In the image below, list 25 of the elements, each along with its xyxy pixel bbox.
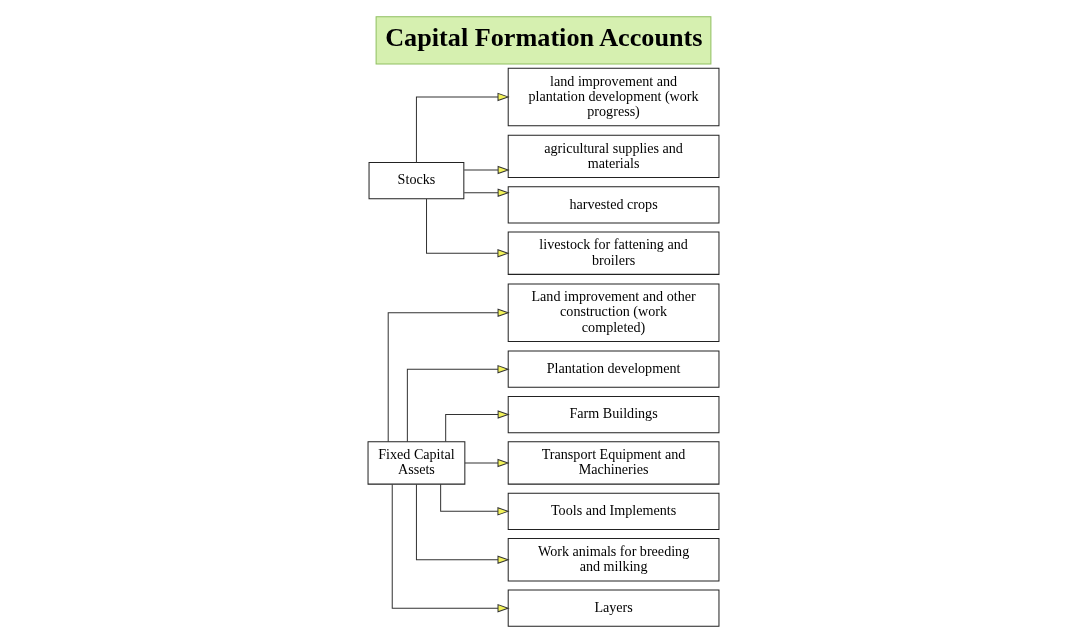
node-box: Transport Equipment and Machineries [507,441,719,485]
node-box: land improvement and plantation development (work progress) [507,67,719,127]
arrow [415,483,510,564]
arrow [444,410,510,443]
arrow [425,198,510,258]
arrow [463,458,510,468]
node-box: Stocks [368,161,464,200]
node-box: agricultural supplies and materials [507,134,719,179]
arrow [463,188,510,197]
arrow [387,308,510,443]
node-box: Plantation development [507,350,719,388]
node-box: Land improvement and other construction (work completed) [507,283,719,342]
arrow [406,364,510,443]
node-box: Fixed Capital Assets [367,441,465,485]
arrow [391,483,510,613]
node-box: Layers [507,589,719,627]
arrow [415,92,510,163]
node-box: Work animals for breeding and milking [507,538,719,582]
arrow [463,165,510,175]
node-box: livestock for fattening and broilers [507,231,719,275]
diagram-title: Capital Formation Accounts [384,23,703,53]
arrow [439,483,510,516]
node-box: Tools and Implements [507,492,719,530]
node-box: harvested crops [507,186,719,224]
node-box: Farm Buildings [507,395,719,434]
